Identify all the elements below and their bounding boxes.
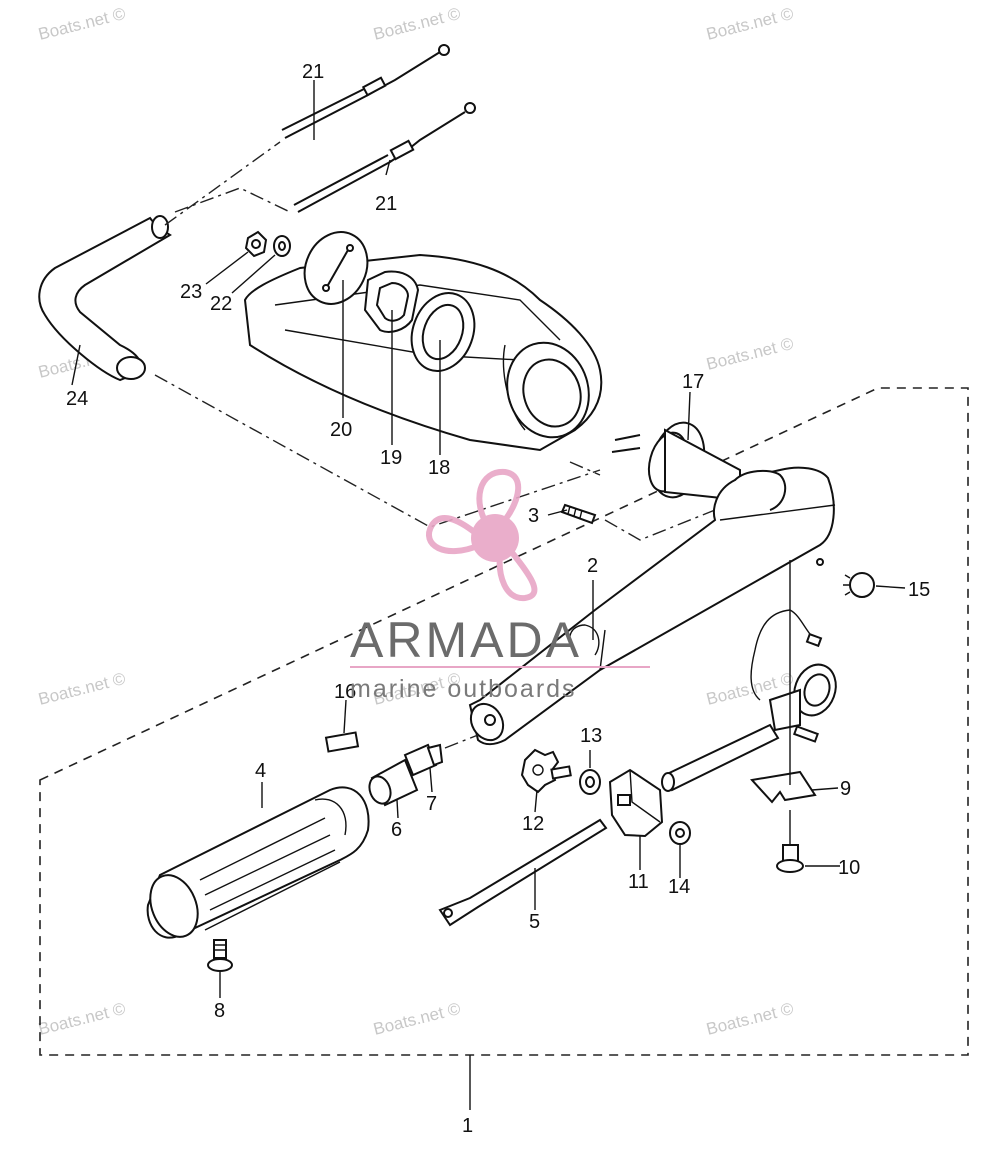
callout-9: 9 — [840, 778, 851, 800]
tiller-arm-part-2 — [468, 466, 836, 746]
callout-1: 1 — [462, 1115, 473, 1137]
shaft-end-part-7 — [403, 743, 444, 777]
watermark: Boats.net © — [704, 999, 795, 1039]
callout-23: 23 — [180, 281, 202, 303]
stud-part-3 — [560, 503, 597, 525]
callout-3: 3 — [528, 505, 539, 527]
alignment-line — [164, 141, 281, 226]
washer-part-13 — [579, 769, 601, 795]
washer-part-22 — [273, 235, 291, 257]
alignment-line — [444, 734, 479, 749]
callout-6: 6 — [391, 819, 402, 841]
callout-10: 10 — [838, 857, 860, 879]
seal-part-18 — [410, 292, 476, 372]
callout-7: 7 — [426, 793, 437, 815]
leader-lines — [71, 80, 906, 998]
callout-2: 2 — [587, 555, 598, 577]
bushing-part-17 — [611, 421, 741, 502]
screw-part-8 — [207, 939, 233, 972]
watermark: Boats.net © — [704, 4, 795, 44]
callout-20: 20 — [330, 419, 352, 441]
watermark: Boats.net © — [36, 669, 127, 709]
callout-14: 14 — [668, 876, 690, 898]
callout-19: 19 — [380, 447, 402, 469]
rod-part-5 — [438, 818, 608, 927]
callout-17: 17 — [682, 371, 704, 393]
callout-21-lower: 21 — [375, 193, 397, 215]
callout-12: 12 — [522, 813, 544, 835]
callout-21-upper: 21 — [302, 61, 324, 83]
callout-5: 5 — [529, 911, 540, 933]
callout-18: 18 — [428, 457, 450, 479]
stop-switch-assembly — [661, 609, 837, 792]
brand-name: ARMADA — [350, 612, 582, 668]
callout-15: 15 — [908, 579, 930, 601]
nut-part-23 — [244, 230, 268, 258]
nut-part-14 — [669, 821, 691, 845]
watermark: Boats.net © — [371, 999, 462, 1039]
propeller-logo-icon — [426, 468, 538, 602]
alignment-line — [174, 187, 291, 213]
sticker-part-16 — [324, 731, 360, 753]
callout-24: 24 — [66, 388, 88, 410]
callout-22: 22 — [210, 293, 232, 315]
watermark: Boats.net © — [704, 334, 795, 374]
hose-part-24 — [38, 215, 172, 382]
knob-part-12 — [520, 748, 572, 794]
brand-tagline: marine outboards — [350, 675, 577, 703]
watermark: Boats.net © — [371, 4, 462, 44]
callout-16: 16 — [334, 681, 356, 703]
alignment-line — [569, 461, 716, 541]
cable-part-21-lower — [293, 102, 476, 213]
watermark: Boats.net © — [36, 4, 127, 44]
plate-part-20 — [303, 231, 369, 305]
callout-4: 4 — [255, 760, 266, 782]
gasket-part-19 — [363, 270, 420, 333]
assembly-boundary — [39, 387, 969, 1056]
cable-part-21-upper — [281, 44, 450, 139]
bracket-part-11 — [608, 768, 664, 838]
alignment-line — [154, 374, 601, 528]
callout-8: 8 — [214, 1000, 225, 1022]
screw-part-10 — [776, 810, 804, 873]
callout-labels: 1 2 3 4 5 6 7 8 9 10 11 12 13 14 15 16 1… — [66, 61, 930, 1137]
armada-logo: ARMADA marine outboards — [350, 468, 650, 703]
sleeve-part-6 — [368, 758, 419, 807]
callout-11: 11 — [628, 871, 649, 893]
grip-part-4 — [146, 786, 370, 939]
callout-13: 13 — [580, 725, 602, 747]
plug-part-15 — [843, 572, 875, 598]
watermark: Boats.net © — [36, 999, 127, 1039]
clip-part-9 — [750, 560, 817, 804]
